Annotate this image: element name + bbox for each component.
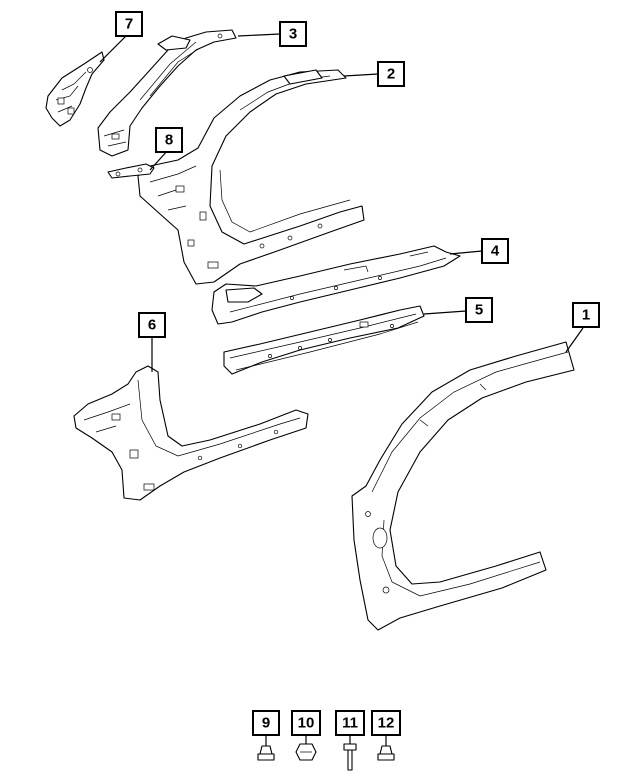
callout-4-label: 4	[491, 243, 500, 260]
part-6-lower-inner[interactable]	[73, 365, 309, 501]
leader-lines	[99, 33, 584, 746]
callout-11-label: 11	[342, 715, 358, 732]
callout-8: 8	[155, 127, 183, 153]
part-9-flange-nut[interactable]	[257, 745, 275, 761]
callout-10: 10	[291, 710, 321, 736]
callout-2-label: 2	[387, 66, 395, 83]
part-1-outer-aperture[interactable]	[351, 341, 575, 631]
callout-7: 7	[115, 11, 143, 37]
callout-6: 6	[138, 312, 166, 338]
callout-12-label: 12	[378, 715, 395, 732]
callout-2: 2	[377, 61, 405, 87]
part-10-hex-nut[interactable]	[295, 743, 317, 761]
callout-8-label: 8	[165, 132, 173, 149]
part-2-inner-aperture[interactable]	[137, 69, 365, 285]
part-7-bracket[interactable]	[45, 51, 105, 127]
callout-5: 5	[465, 297, 493, 323]
callout-12: 12	[371, 710, 401, 736]
callout-7-label: 7	[125, 16, 133, 33]
callout-11: 11	[335, 710, 365, 736]
part-11-bolt[interactable]	[343, 743, 357, 771]
callout-3-label: 3	[289, 26, 297, 43]
part-3-upper-reinforcement[interactable]	[97, 29, 237, 157]
part-4-sill-reinforcement[interactable]	[211, 245, 461, 325]
callout-10-label: 10	[298, 715, 315, 732]
part-12-flange-nut-small[interactable]	[377, 745, 395, 761]
part-8-small-bracket[interactable]	[107, 163, 155, 179]
callout-6-label: 6	[148, 317, 156, 334]
callout-9-label: 9	[262, 715, 270, 732]
callout-9: 9	[252, 710, 280, 736]
callout-1: 1	[572, 302, 600, 328]
callout-1-label: 1	[582, 307, 590, 324]
part-5-sill-inner[interactable]	[223, 305, 425, 375]
callout-3: 3	[279, 21, 307, 47]
callout-5-label: 5	[475, 302, 483, 319]
callout-4: 4	[481, 238, 509, 264]
